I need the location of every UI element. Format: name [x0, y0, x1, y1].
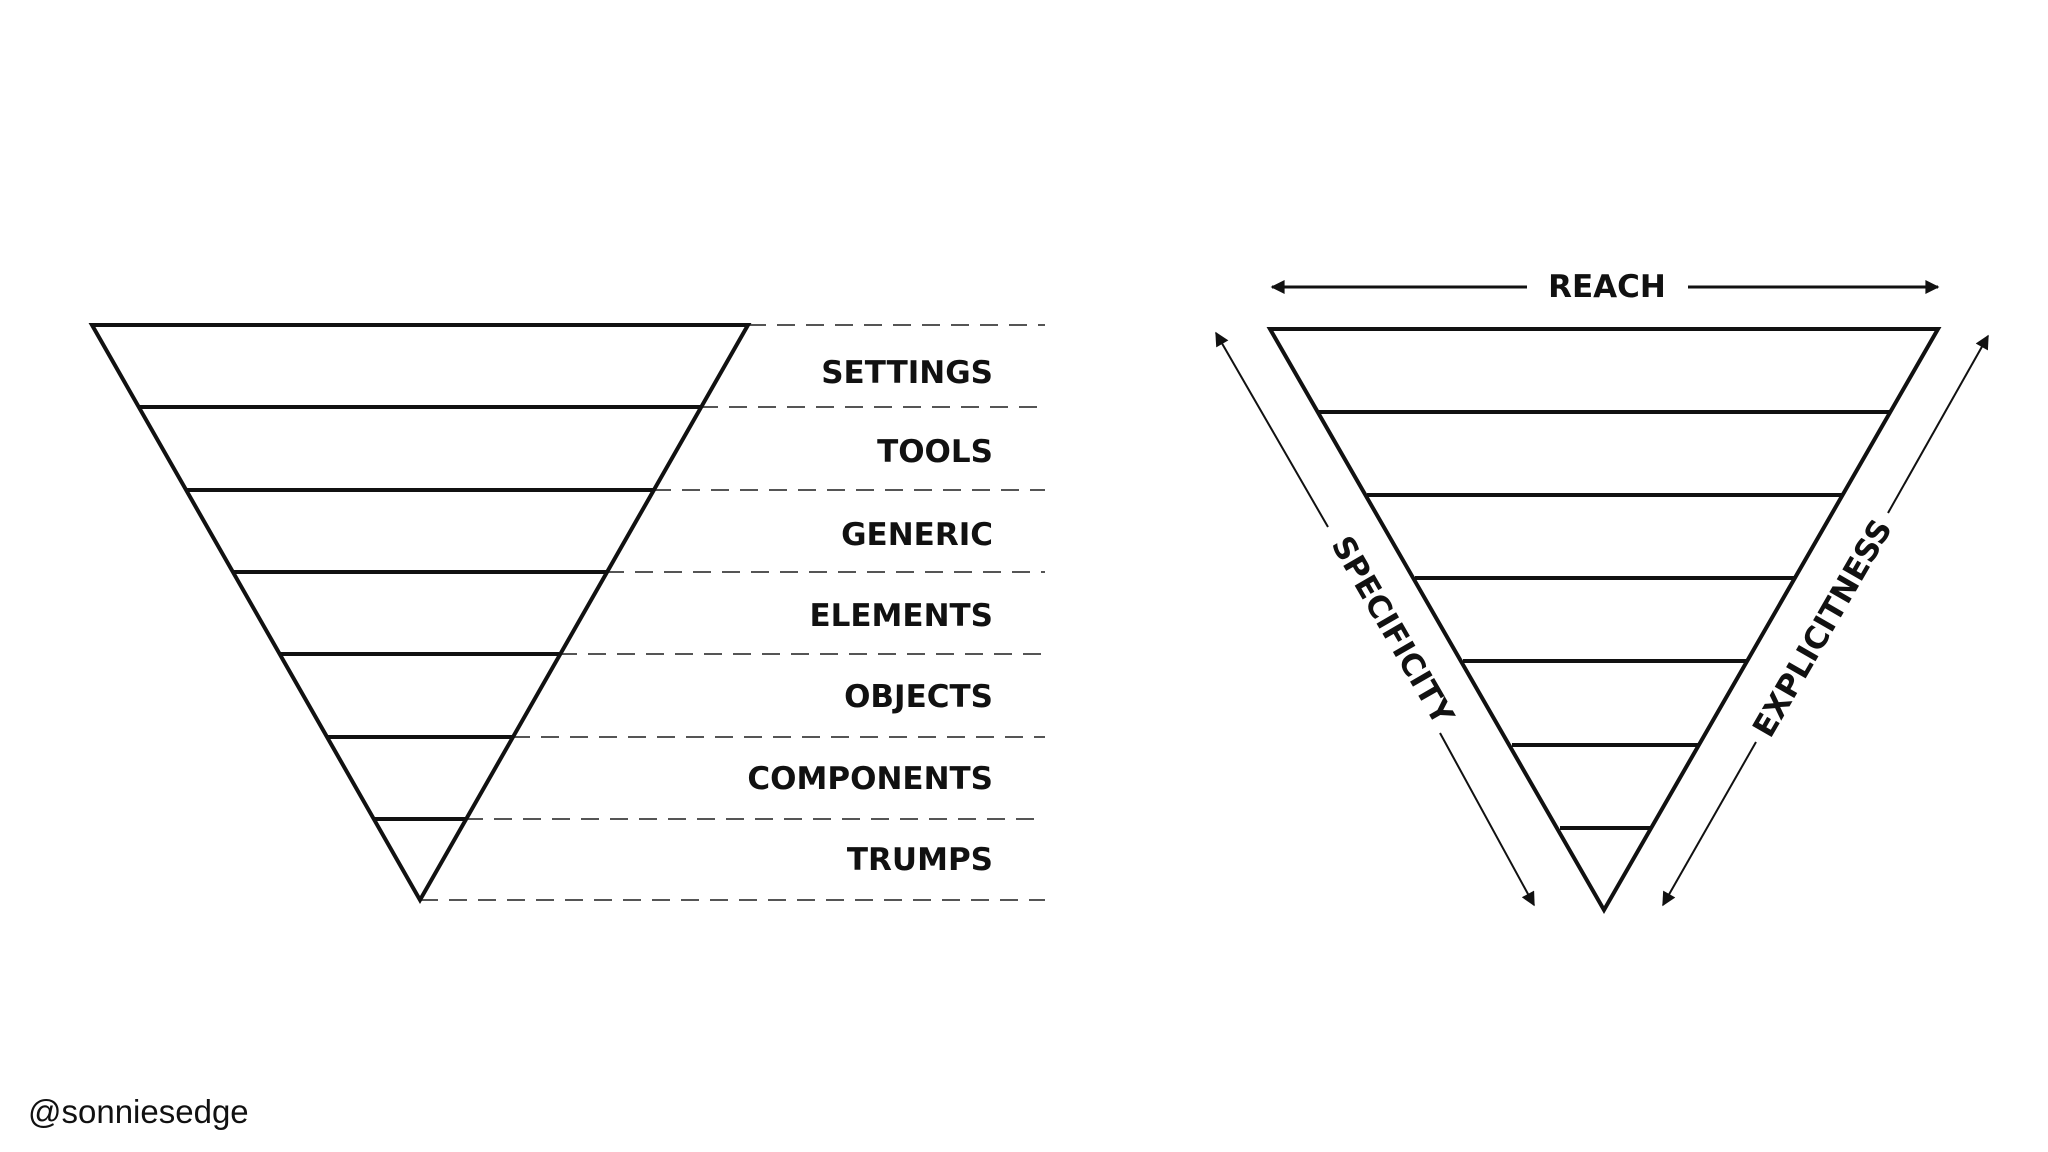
layers-triangle: SETTINGS TOOLS GENERIC ELEMENTS OBJECTS …	[88, 323, 1045, 905]
specificity-arrow	[1215, 331, 1535, 907]
layer-label-elements: ELEMENTS	[809, 598, 993, 634]
layers-triangle-outline	[88, 323, 752, 905]
explicitness-label: EXPLICITNESS	[1746, 513, 1900, 743]
layer-label-trumps: TRUMPS	[847, 842, 993, 878]
reach-label: REACH	[1548, 269, 1666, 305]
specificity-label: SPECIFICITY	[1324, 530, 1461, 731]
layer-label-generic: GENERIC	[841, 517, 993, 553]
layer-label-components: COMPONENTS	[747, 761, 993, 797]
layer-label-tools: TOOLS	[877, 434, 993, 470]
metrics-dividers	[1318, 410, 1890, 830]
explicitness-arrow	[1662, 334, 1989, 907]
metrics-triangle-outline	[1266, 327, 1942, 915]
layer-dividers	[139, 405, 700, 821]
metrics-triangle: REACH SPECIFICITY EXPLICITNESS	[1215, 269, 1989, 915]
layer-label-settings: SETTINGS	[821, 355, 993, 391]
layer-guide-lines	[420, 324, 1045, 901]
layer-label-objects: OBJECTS	[844, 679, 993, 715]
author-credit: @sonniesedge	[28, 1093, 249, 1130]
